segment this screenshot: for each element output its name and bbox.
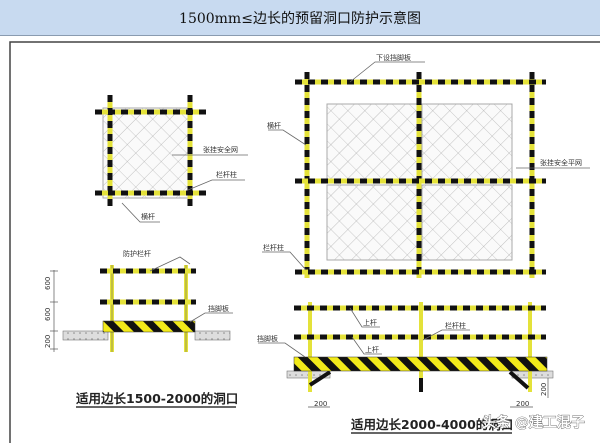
safety-net [421,184,513,261]
floor-slab [194,330,231,341]
net-label: 张挂安全网 [203,145,238,154]
svg-text:200: 200 [540,383,548,396]
post-label: 栏杆柱 [445,321,466,330]
right-elevation-view: 上杆 上杆 栏杆柱 挡脚板 200 200 200 适用边长2000-4000的… [257,302,554,434]
page-title: 1500mm≤边长的预留洞口防护示意图 [179,10,421,27]
left-elevation-view: 防护栏杆 挡脚板 600 600 200 适用边长1500-2000的洞口 [44,249,238,408]
left-caption: 适用边长1500-2000的洞口 [76,391,238,406]
safety-net [326,184,419,261]
svg-text:200: 200 [516,400,529,408]
svg-text:200: 200 [44,335,52,348]
svg-text:200: 200 [314,400,327,408]
safety-net [102,107,193,199]
railing-bars [95,95,206,206]
dimension-line: 200 200 200 [308,378,549,408]
right-caption: 适用边长2000-4000的洞口 [351,417,513,432]
dimension-line: 600 600 200 [44,270,58,352]
post-label: 栏杆柱 [263,243,284,252]
left-plan-view: 张挂安全网 栏杆柱 横杆 [95,95,248,223]
toe-board-label: 挡脚板 [208,304,229,313]
toe-board-label: 下设挡脚板 [376,53,411,62]
net-label: 张挂安全平网 [540,158,582,167]
floor-slab [62,330,109,341]
rail-label: 横杆 [141,212,155,221]
post-label: 栏杆柱 [216,170,237,179]
toe-board [102,320,196,333]
rail-label: 横杆 [267,121,281,130]
safety-net [421,103,513,181]
rail-label: 防护栏杆 [123,249,151,258]
watermark: 头条 @建工混子 [482,414,585,431]
title-bar: 1500mm≤边长的预留洞口防护示意图 [0,0,600,36]
svg-text:600: 600 [44,308,52,321]
svg-text:600: 600 [44,277,52,290]
right-plan-view: 下设挡脚板 横杆 张挂安全平网 栏杆柱 [262,53,590,278]
railing-bars [295,72,546,278]
toe-board [293,356,548,372]
drawing-frame [9,41,600,443]
mid-rail-label: 上杆 [365,345,379,354]
safety-net [326,103,419,181]
top-rail-label: 上杆 [363,318,377,327]
toe-board-label: 挡脚板 [257,334,278,343]
